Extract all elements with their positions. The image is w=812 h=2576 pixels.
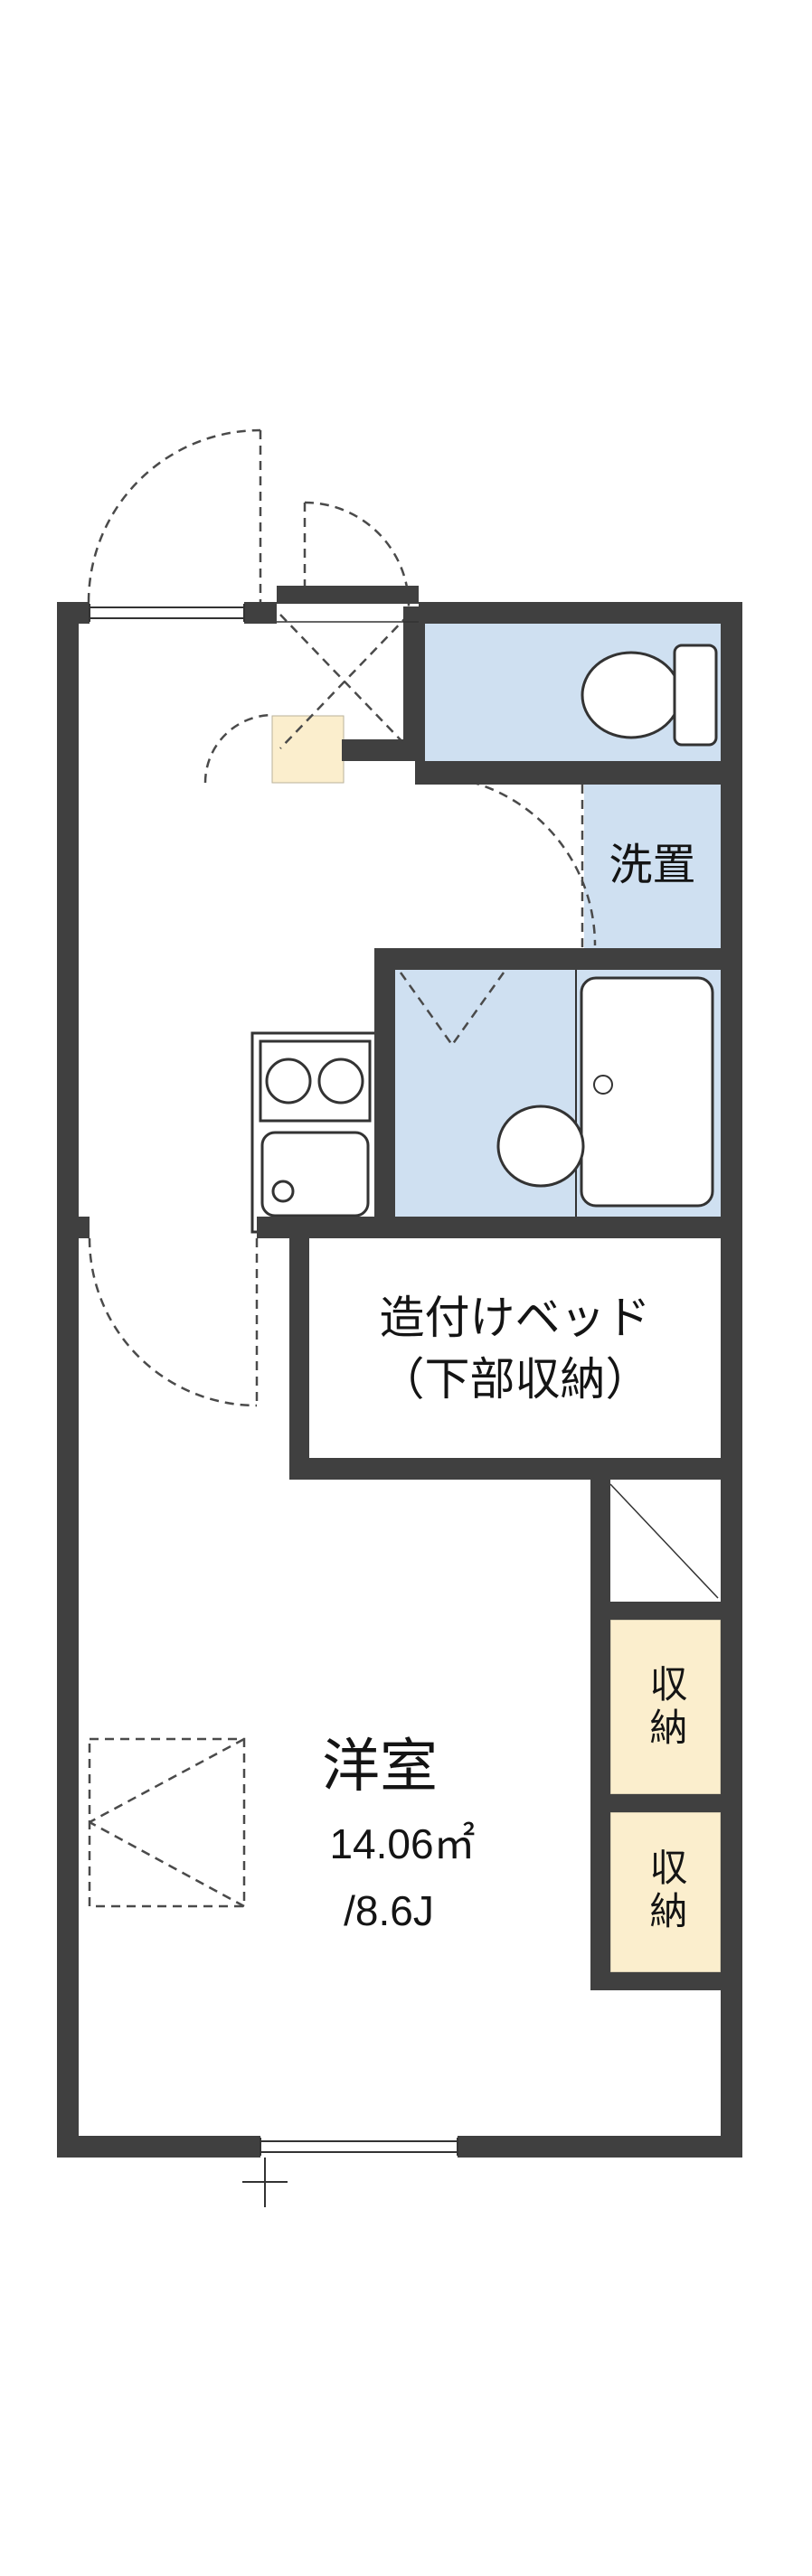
bottom-window bbox=[260, 2138, 458, 2156]
storage-lower-label: 収納 bbox=[645, 1847, 687, 1934]
outer-wall-top-c bbox=[419, 602, 721, 624]
toilet-bowl bbox=[581, 651, 682, 739]
bathroom-top-wall bbox=[374, 948, 741, 970]
room-area-label: 14.06㎡ bbox=[329, 1820, 476, 1867]
closet-divider-bottom bbox=[590, 1972, 721, 1990]
toilet-bottom-wall bbox=[415, 761, 741, 785]
bathtub-faucet bbox=[593, 1075, 613, 1095]
genkan-right-wall bbox=[403, 606, 425, 761]
washer-area-floor bbox=[584, 785, 721, 948]
room-fixture-dashed-chevron bbox=[89, 1737, 245, 1908]
genkan-bottom-wall bbox=[342, 739, 425, 761]
windows bbox=[89, 604, 458, 2207]
room-door-swing-arc bbox=[88, 1237, 258, 1407]
wash-basin bbox=[496, 1105, 585, 1188]
outer-wall-top-a bbox=[57, 602, 90, 624]
closet-divider-middle bbox=[590, 1794, 721, 1812]
outer-wall-bottom-a bbox=[57, 2136, 260, 2158]
storage-upper-label: 収納 bbox=[645, 1664, 687, 1751]
washer-area-label: 洗置 bbox=[609, 841, 696, 889]
room-top-wall-stub bbox=[57, 1217, 90, 1238]
entry-closet-swing-arc bbox=[203, 713, 274, 784]
entry-step bbox=[271, 715, 345, 784]
stove-burner-right bbox=[317, 1058, 364, 1105]
bed-left-wall bbox=[289, 1238, 309, 1480]
entry-inner-swing-arc bbox=[304, 501, 411, 607]
toilet-tank bbox=[673, 644, 718, 747]
room-tatami-label: /8.6J bbox=[344, 1887, 434, 1934]
built-in-bed-label-line2: （下部収納） bbox=[379, 1354, 651, 1405]
closet-divider-top bbox=[590, 1602, 721, 1620]
sink-drain bbox=[271, 1180, 295, 1203]
door-swing-marks bbox=[87, 428, 597, 1908]
entry-door-leaf bbox=[277, 586, 419, 604]
fixtures bbox=[250, 644, 719, 1599]
bathroom-left-wall bbox=[374, 948, 395, 1237]
stove-burner-left bbox=[265, 1058, 312, 1105]
closet-left-wall bbox=[590, 1480, 610, 1990]
hall-door-swing-arc bbox=[424, 774, 597, 946]
room-fixture-dashed-box bbox=[88, 1737, 246, 1908]
balcony-partition-mark bbox=[242, 2158, 288, 2207]
bed-bottom-wall bbox=[289, 1458, 741, 1480]
room-name-label: 洋室 bbox=[322, 1734, 438, 1799]
room-top-wall bbox=[257, 1217, 741, 1238]
built-in-bed-label-line1: 造付けベッド bbox=[379, 1293, 651, 1343]
genkan-cross-mark bbox=[279, 614, 410, 749]
kitchen-sink bbox=[260, 1131, 370, 1217]
walls bbox=[57, 586, 742, 2158]
closet-diagonal-line bbox=[609, 1483, 719, 1599]
entry-door-swing-arc bbox=[87, 428, 261, 603]
top-window bbox=[89, 604, 245, 622]
outer-wall-bottom-b bbox=[458, 2136, 721, 2158]
outer-wall-left bbox=[57, 602, 79, 2158]
bathtub bbox=[580, 976, 714, 1208]
outer-wall-right bbox=[721, 602, 742, 2158]
outer-wall-top-b bbox=[244, 602, 277, 624]
